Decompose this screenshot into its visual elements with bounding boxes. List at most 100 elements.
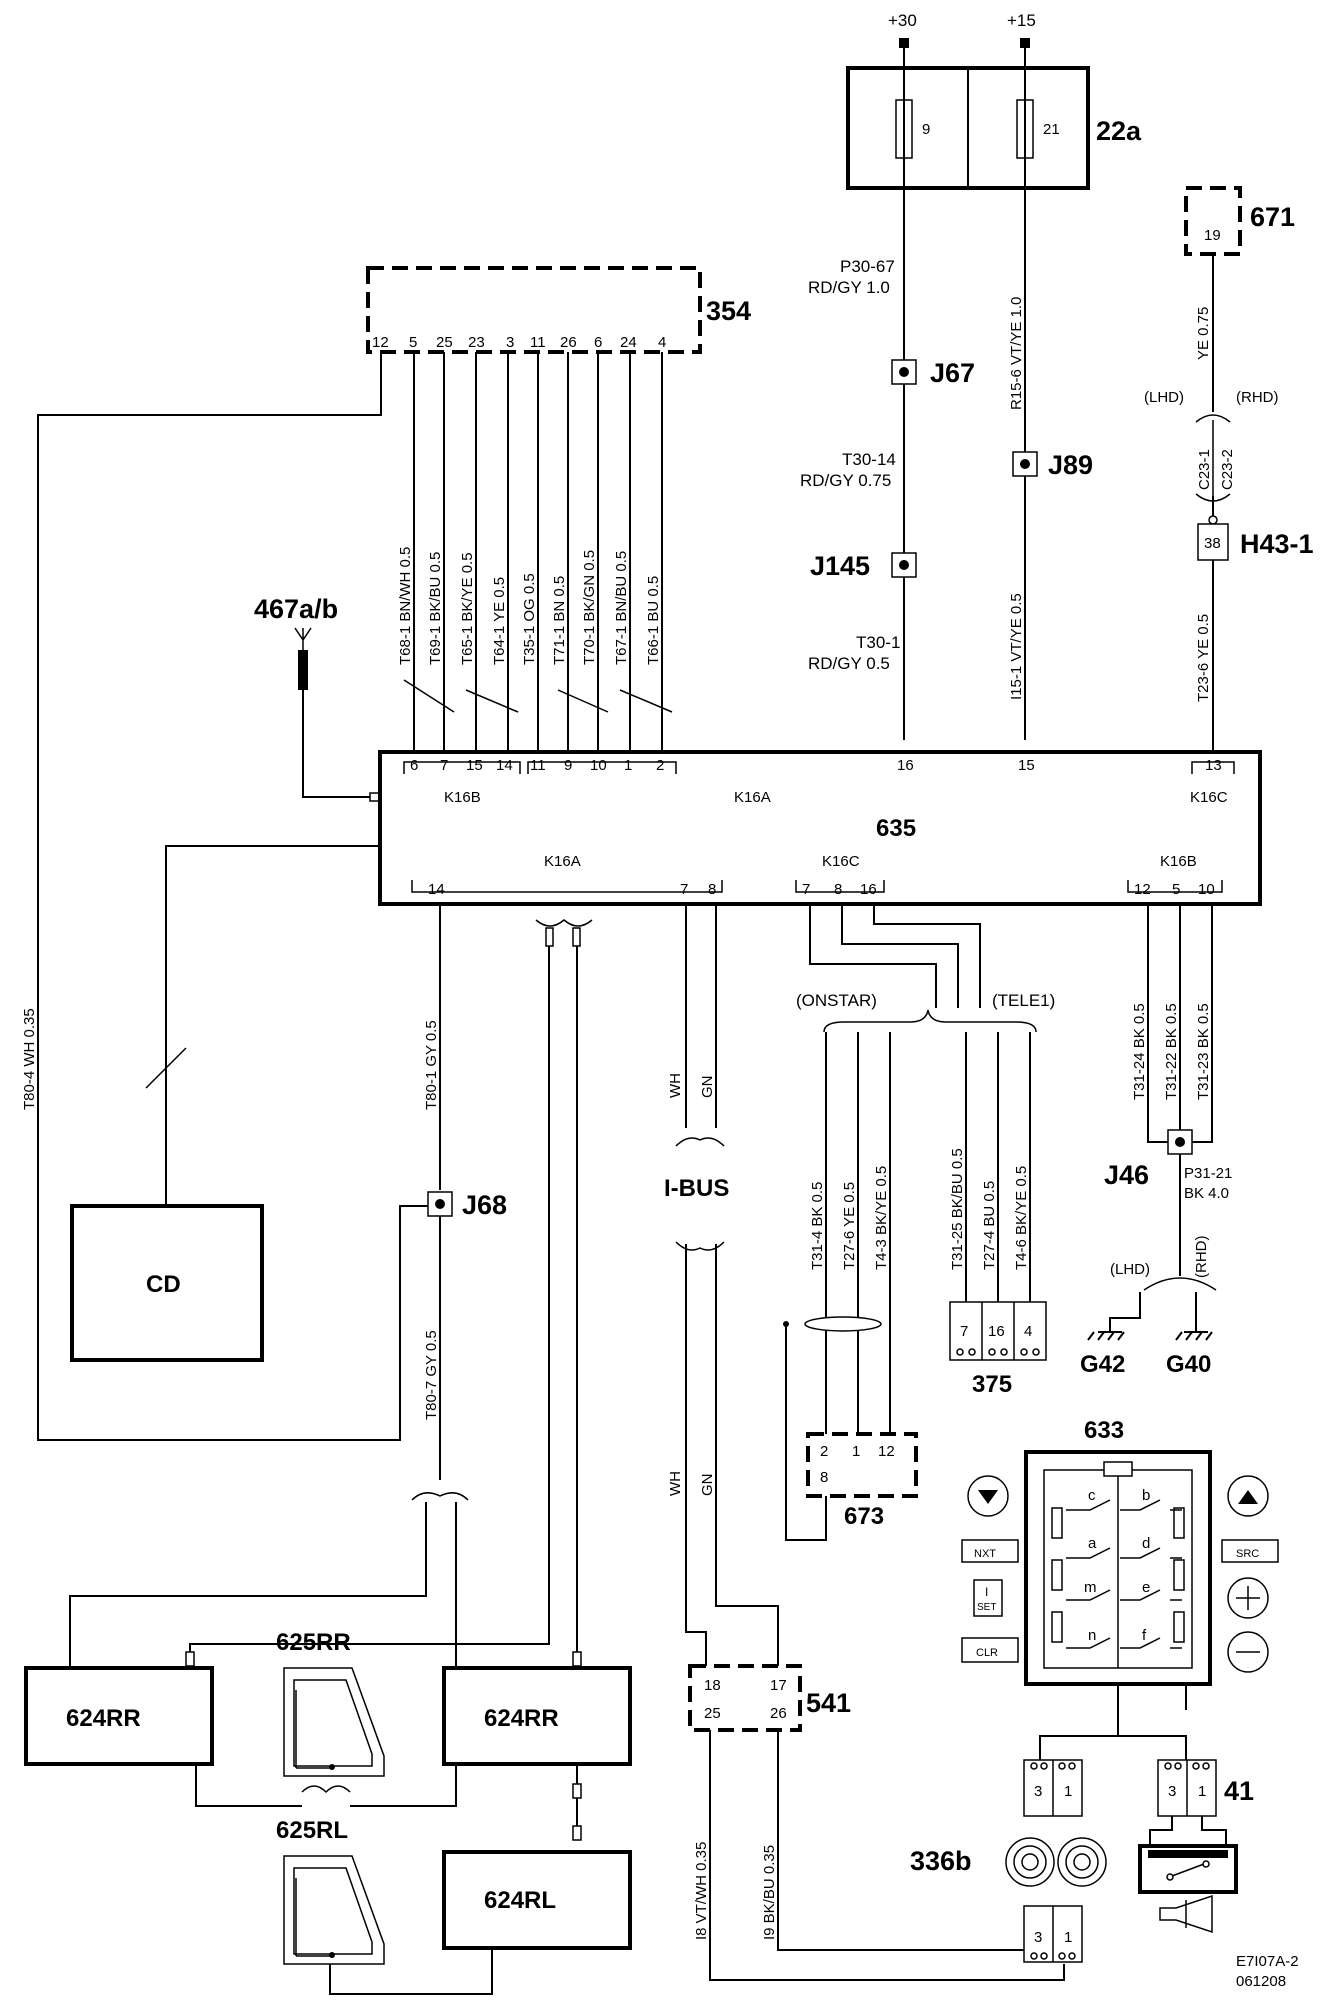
k16b-bottom: K16B [1160,853,1197,870]
svg-text:I: I [985,1585,988,1599]
wire-r15-6: R15-6 VT/YE 1.0 [1008,297,1025,410]
svg-text:7: 7 [960,1323,968,1340]
wire-t80-1: T80-1 GY 0.5 [423,1020,440,1110]
wire-i8: I8 VT/WH 0.35 [693,1842,710,1940]
pin354-4: 3 [506,334,514,351]
svg-text:1: 1 [1064,1929,1072,1946]
pin354-2: 25 [436,334,453,351]
wire-t30-1: T30-1 [856,633,900,652]
pin635-a2: 10 [590,757,607,774]
connector-h43-1: 38 H43-1 [1197,523,1314,561]
pin354-9: 4 [658,334,666,351]
svg-text:624RL: 624RL [484,1887,556,1914]
wire-t23-6: T23-6 YE 0.5 [1195,614,1212,702]
button-plus [1227,1577,1269,1619]
svg-text:J46: J46 [1104,1160,1149,1190]
gnd-wire-0: T31-24 BK 0.5 [1131,1003,1148,1100]
svg-text:336b: 336b [910,1846,972,1876]
pin354-3: 23 [468,334,485,351]
svg-text:3: 3 [1034,1783,1042,1800]
horn-336b: 3 1 336b 3 1 [910,1759,1107,1963]
component-354: 354 12 5 25 23 3 11 26 6 24 4 [366,266,751,354]
svg-text:SET: SET [977,1602,996,1613]
module-635-id: 635 [876,815,916,842]
svg-text:38: 38 [1204,535,1221,552]
tweeter-625rr: 625RR [276,1629,385,1777]
gnd-rhd: (RHD) [1193,1236,1210,1279]
wire354-6: T70-1 BK/GN 0.5 [581,550,598,665]
svg-text:J68: J68 [462,1190,507,1220]
component-375: 7 16 4 375 [949,1301,1047,1398]
junction-j46: J46 [1104,1129,1193,1190]
k16a-bottom: K16A [544,853,581,870]
component-354-id: 354 [706,296,751,326]
tele1-wire-2: T4-6 BK/YE 0.5 [1013,1166,1030,1270]
pin635-botb1: 5 [1172,881,1180,898]
svg-text:J145: J145 [810,551,870,581]
p31-21-b: BK 4.0 [1184,1185,1229,1202]
module-635: 6 7 15 14 11 9 10 1 2 16 15 13 K16B K16A… [378,750,1262,906]
svg-text:375: 375 [972,1371,1012,1398]
pin635-b0: 6 [410,757,418,774]
button-set: I SET [973,1579,1003,1617]
gnd-lhd: (LHD) [1110,1261,1150,1278]
k16c-top: K16C [1190,789,1228,806]
wire-t30-14-spec: RD/GY 0.75 [800,471,891,490]
wire354-7: T67-1 BN/BU 0.5 [613,551,630,665]
pin635-b3: 14 [496,757,513,774]
pin635-bot14: 14 [428,881,445,898]
terminal-plus30 [899,38,909,48]
ibus-gn2: GN [699,1474,716,1497]
svg-text:1: 1 [1198,1783,1206,1800]
pin354-0: 12 [372,334,389,351]
svg-text:(LHD): (LHD) [1144,389,1184,406]
component-633: 633 c b a d m e n f [1024,1417,1212,1686]
svg-text:3: 3 [1168,1783,1176,1800]
pin635-b2: 15 [466,757,483,774]
svg-text:541: 541 [806,1688,851,1718]
speaker-624rr-left: 624RR [24,1666,214,1766]
switch-e: e [1142,1579,1150,1596]
pin635-b1: 7 [440,757,448,774]
ibus-wh2: WH [667,1471,684,1496]
wire354-3: T64-1 YE 0.5 [491,577,508,665]
wire354-8: T66-1 BU 0.5 [645,576,662,665]
svg-text:C23-2: C23-2 [1219,449,1236,490]
pin635-a1: 9 [564,757,572,774]
svg-text:19: 19 [1204,227,1221,244]
svg-text:G42: G42 [1080,1351,1125,1378]
pin635-botb2: 10 [1198,881,1215,898]
ground-g40: G40 [1166,1331,1213,1378]
junction-j67: J67 [891,358,975,388]
button-nxt: NXT [961,1539,1019,1563]
svg-text:8: 8 [820,1469,828,1486]
switch-d: d [1142,1535,1150,1552]
wire-i9: I9 BK/BU 0.35 [761,1845,778,1940]
wire354-5: T71-1 BN 0.5 [551,576,568,665]
button-up-arrow [1227,1475,1269,1517]
svg-text:17: 17 [770,1677,787,1694]
svg-text:26: 26 [770,1705,787,1722]
fuse-box-22a: 9 21 22a [846,66,1142,190]
svg-text:J89: J89 [1048,450,1093,480]
svg-text:C23-1: C23-1 [1196,449,1213,490]
fuse-box-id: 22a [1096,116,1142,146]
junction-j68: J68 [427,1190,507,1220]
svg-text:624RR: 624RR [66,1705,141,1732]
pin354-8: 24 [620,334,637,351]
wire-t80-4: T80-4 WH 0.35 [21,1008,38,1110]
gnd-wire-1: T31-22 BK 0.5 [1163,1003,1180,1100]
button-clr: CLR [961,1637,1019,1663]
svg-text:1: 1 [1064,1783,1072,1800]
wire354-0: T68-1 BN/WH 0.5 [397,547,414,665]
pin354-7: 6 [594,334,602,351]
svg-text:671: 671 [1250,202,1295,232]
pin635-bot7: 7 [680,881,688,898]
wire-p30-67-spec: RD/GY 1.0 [808,278,890,297]
relay-41: 3 1 41 [1138,1759,1254,1934]
component-673: 2 1 12 8 673 [806,1432,918,1530]
onstar-wire-2: T4-3 BK/YE 0.5 [873,1166,890,1270]
cd-unit: CD [70,1204,264,1362]
switch-b: b [1142,1487,1150,1504]
